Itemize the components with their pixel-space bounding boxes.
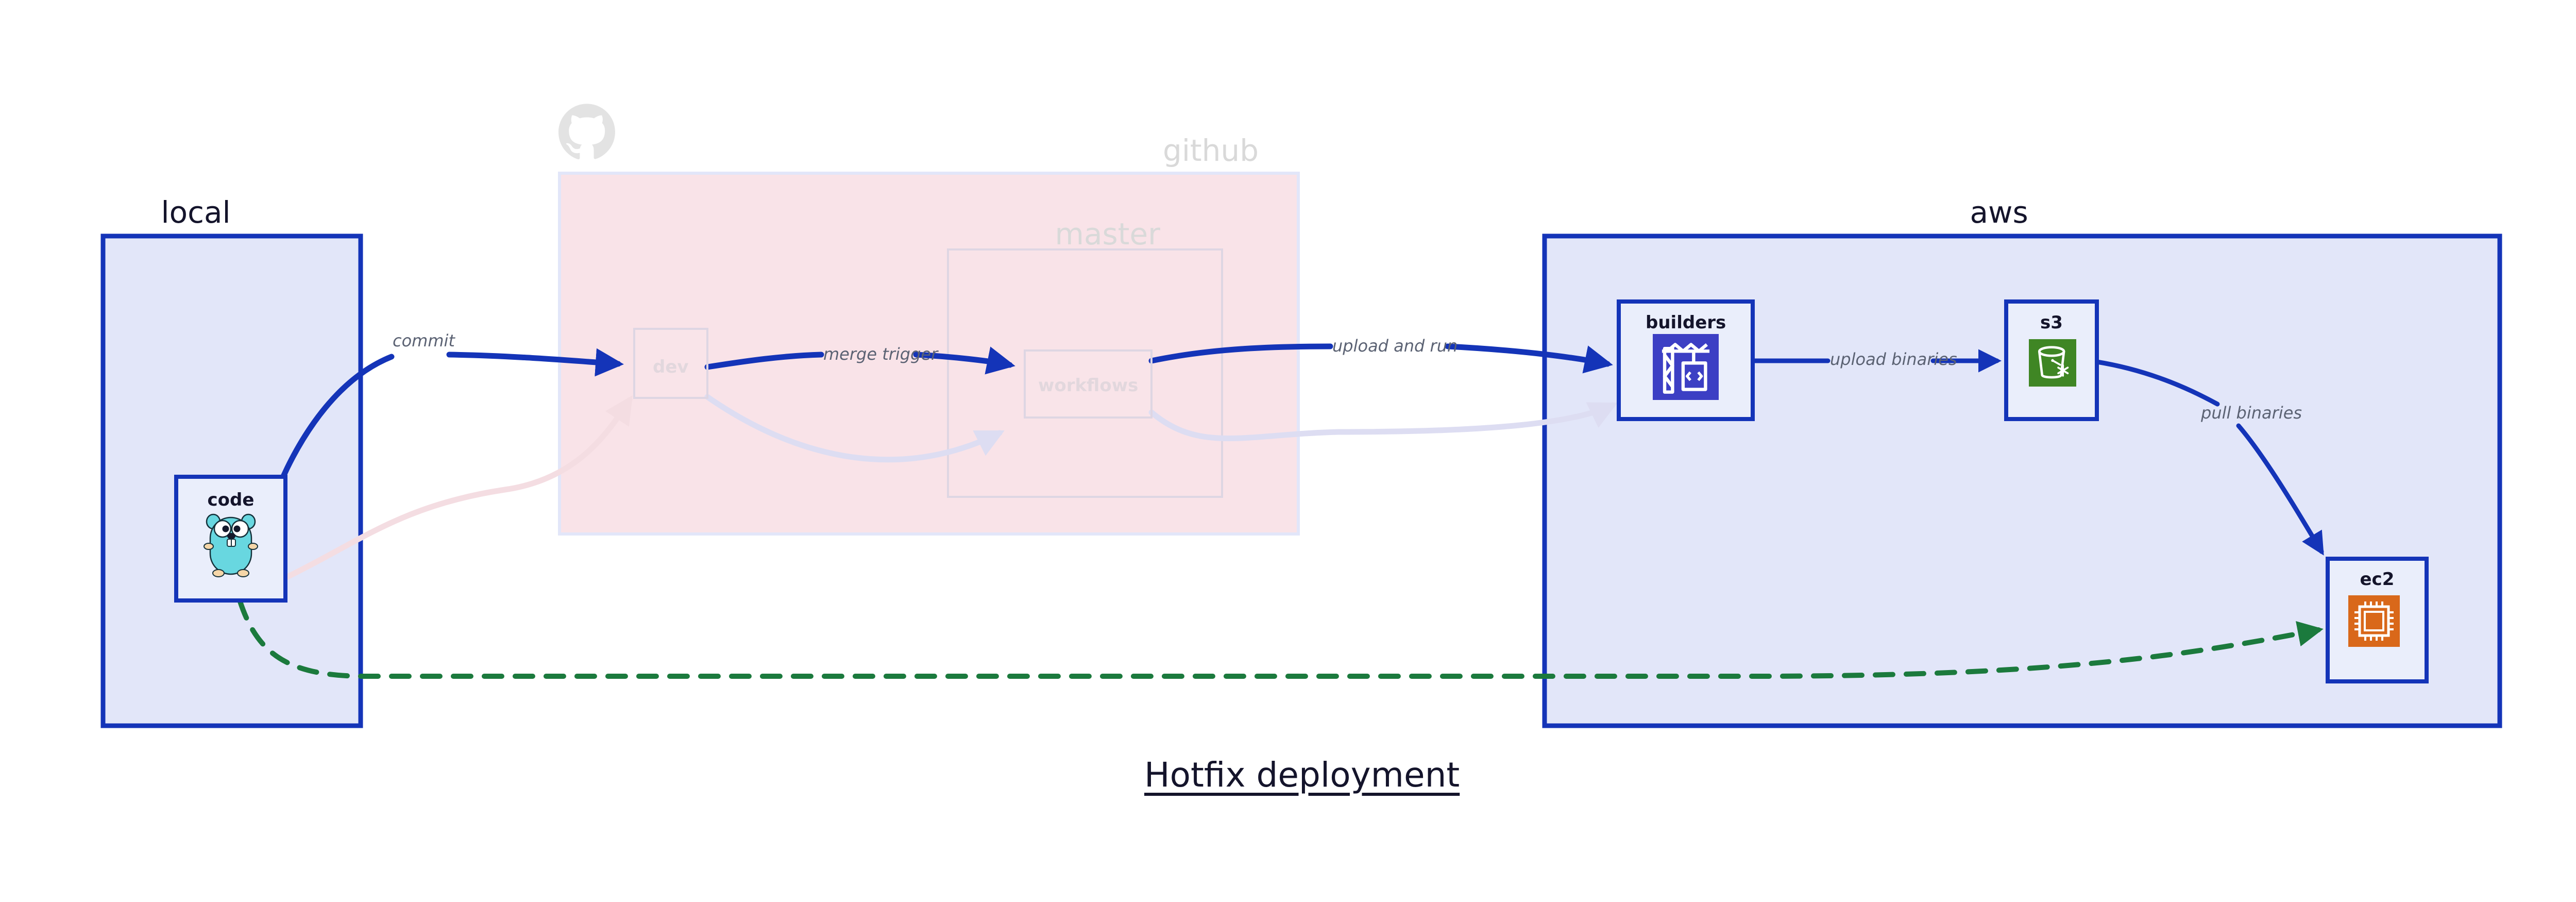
- node-boxes: [174, 299, 2429, 683]
- edge-label-commit: commit: [393, 331, 455, 350]
- subgroup-title-master: master: [1055, 216, 1161, 252]
- github-logo: [558, 104, 615, 160]
- node-label-workflows: workflows: [1038, 375, 1139, 396]
- go-gopher-icon: [204, 513, 258, 577]
- edge-upload-and-run-2: [1445, 343, 1613, 374]
- node-label-code: code: [207, 490, 255, 510]
- edge-label-pull-binaries: pull binaries: [2201, 403, 2302, 423]
- node-label-s3: s3: [2040, 312, 2063, 333]
- github-octocat-icon: [558, 104, 615, 160]
- edge-faded-code-to-dev: [283, 395, 633, 580]
- node-box-workflows[interactable]: [1024, 349, 1153, 419]
- edge-faded-dev-to-workflows: [704, 394, 1005, 463]
- node-icons: [204, 334, 2400, 647]
- aws-codebuild-crane-icon: [1653, 334, 1719, 400]
- edge-label-merge-trigger: merge trigger: [823, 344, 938, 364]
- group-title-local: local: [161, 195, 231, 230]
- group-title-github: github: [1163, 133, 1259, 168]
- edge-merge-trigger: [704, 352, 824, 370]
- edge-pull-binaries: [2094, 359, 2220, 407]
- group-containers: [100, 172, 2502, 728]
- edge-commit-2: [446, 348, 624, 377]
- edges: [238, 343, 2324, 679]
- node-box-dev[interactable]: [633, 328, 708, 399]
- edge-direct-deploy: [238, 599, 2324, 679]
- node-label-builders: builders: [1646, 312, 1726, 333]
- edge-label-upload-and-run: upload and run: [1332, 336, 1458, 356]
- page-title: Hotfix deployment: [1144, 755, 1460, 795]
- edge-faded-workflows-to-builders: [1148, 402, 1618, 441]
- edge-merge-trigger-2: [913, 346, 1015, 375]
- subgroup-containers: [947, 248, 1223, 498]
- node-label-dev: dev: [653, 357, 689, 377]
- edge-label-upload-binaries: upload binaries: [1830, 349, 1957, 369]
- group-title-aws: aws: [1970, 195, 2028, 230]
- node-label-ec2: ec2: [2360, 569, 2395, 590]
- aws-ec2-chip-icon: [2348, 595, 2400, 647]
- subgroup-container-master: [947, 248, 1223, 498]
- aws-s3-bucket-icon: [2029, 339, 2076, 387]
- edge-pull-binaries-2: [2236, 423, 2324, 556]
- edge-upload-and-run: [1148, 343, 1333, 364]
